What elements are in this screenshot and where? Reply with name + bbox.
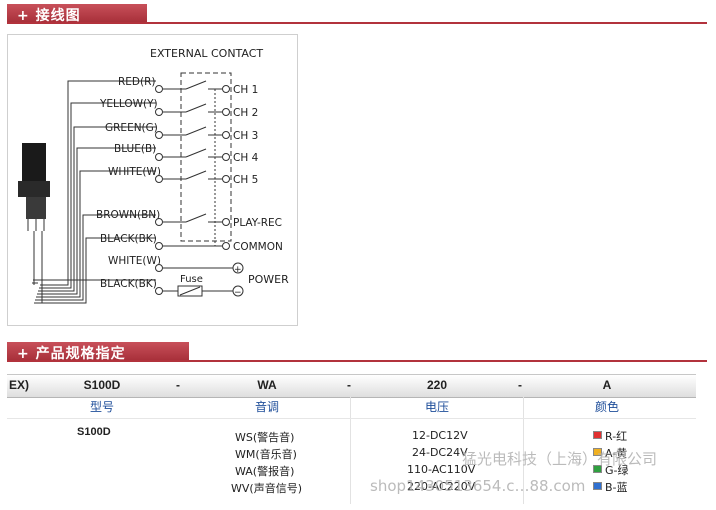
spec-example-row: EX) S100D - WA - 220 - A <box>7 374 696 398</box>
example-prefix: EX) <box>9 378 30 392</box>
common-label: COMMON <box>233 241 283 253</box>
voltage-option: 220-AC220V <box>407 480 476 493</box>
color-swatch-green <box>593 465 602 473</box>
wire-label-black-power: BLACK(BK) <box>100 278 157 290</box>
row-divider <box>7 418 696 419</box>
sound-option: WV(声音信号) <box>231 482 302 495</box>
section-header-rule <box>7 22 707 24</box>
channel-label-4: CH 4 <box>233 152 259 164</box>
channel-label-1: CH 1 <box>233 84 258 96</box>
power-minus-icon: − <box>234 288 242 298</box>
power-wiring <box>163 267 233 297</box>
wire-label-yellow: YELLOW(Y) <box>99 98 158 110</box>
label-model: 型号 <box>89 400 114 414</box>
voltage-option: 24-DC24V <box>412 446 468 459</box>
label-sound: 音调 <box>254 400 279 414</box>
color-option: B-蓝 <box>605 481 628 494</box>
channel-label-3: CH 3 <box>233 130 258 142</box>
example-dash: - <box>176 378 180 392</box>
terminal-circles <box>155 85 244 297</box>
wire-label-white: WHITE(W) <box>108 166 161 178</box>
wiring-section-title: + 接线图 <box>17 8 81 24</box>
section-header-ribbon <box>7 342 189 362</box>
channel-label-5: CH 5 <box>233 174 258 186</box>
section-header-ribbon <box>7 4 147 24</box>
example-sound: WA <box>257 378 277 392</box>
color-swatch-blue <box>593 482 602 490</box>
channel-label-2: CH 2 <box>233 107 258 119</box>
power-plus-icon: + <box>234 265 242 275</box>
sound-option: WA(警报音) <box>235 465 295 478</box>
example-dash: - <box>347 378 351 392</box>
wire-label-white-power: WHITE(W) <box>108 255 161 267</box>
voltage-option: 110-AC110V <box>407 463 476 476</box>
watermark-company: 猛光电科技（上海）有限公司 <box>462 450 658 468</box>
spec-section-header: + 产品规格指定 <box>7 342 707 362</box>
color-swatch-red <box>593 431 602 439</box>
wiring-diagram: EXTERNAL CONTACT RED(R) Y <box>7 34 298 326</box>
wire-label-brown: BROWN(BN) <box>96 209 160 221</box>
wire-label-green: GREEN(G) <box>105 122 158 134</box>
column-divider <box>523 396 524 504</box>
section-header-rule <box>7 360 707 362</box>
wire-label-blue: BLUE(B) <box>114 143 156 155</box>
wiring-diagram-svg: EXTERNAL CONTACT RED(R) Y <box>18 47 289 304</box>
label-voltage: 电压 <box>424 400 449 414</box>
label-color: 颜色 <box>594 400 619 414</box>
example-color: A <box>602 378 612 392</box>
relay-switches <box>163 80 222 247</box>
spec-section-title: + 产品规格指定 <box>17 346 126 362</box>
color-option: A-黄 <box>605 447 628 460</box>
wire-bundle <box>32 80 156 304</box>
example-voltage: 220 <box>426 378 448 392</box>
fuse-label: Fuse <box>180 274 203 285</box>
wiring-section-header: + 接线图 <box>7 4 707 24</box>
watermark-shop-url: shop1430513654.c…88.com <box>370 477 586 495</box>
example-model: S100D <box>83 378 121 392</box>
sound-option: WM(音乐音) <box>235 448 297 461</box>
example-dash: - <box>518 378 522 392</box>
voltage-option: 12-DC12V <box>412 429 468 442</box>
column-divider <box>350 396 351 504</box>
wire-label-red: RED(R) <box>118 76 156 88</box>
play-rec-label: PLAY-REC <box>233 217 282 229</box>
signal-lamp-icon <box>18 143 50 231</box>
sound-option: WS(警告音) <box>235 431 295 444</box>
color-swatch-amber <box>593 448 602 456</box>
power-label: POWER <box>248 273 289 286</box>
model-value: S100D <box>77 426 111 438</box>
wire-label-black: BLACK(BK) <box>100 233 157 245</box>
color-option: R-红 <box>605 430 628 443</box>
spec-table: EX) S100D - WA - 220 - A 型号 音调 电压 颜色 S10… <box>7 374 696 504</box>
color-option: G-绿 <box>605 464 629 477</box>
external-contact-label: EXTERNAL CONTACT <box>150 47 263 60</box>
